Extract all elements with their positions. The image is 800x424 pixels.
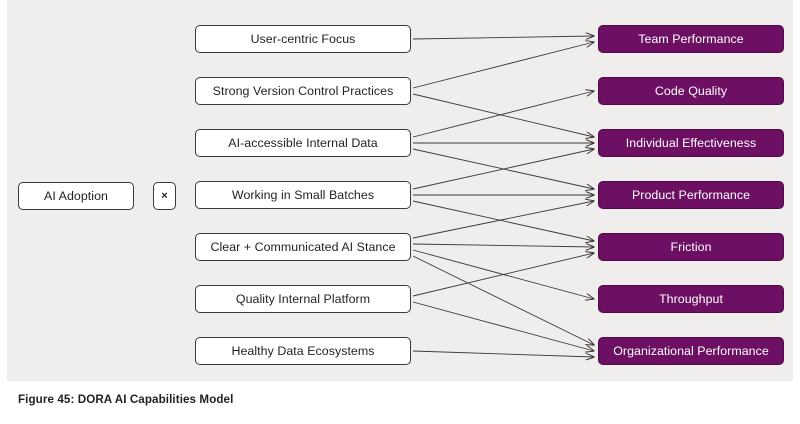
node-user-centric-focus-label: User-centric Focus: [250, 32, 356, 46]
node-organizational-performance[interactable]: Organizational Performance: [598, 337, 784, 365]
node-individual-effectiveness-label: Individual Effectiveness: [625, 136, 757, 150]
arrow-strong-version-control-to-team-performance: [412, 42, 594, 89]
node-quality-internal-platform[interactable]: Quality Internal Platform: [195, 285, 411, 313]
arrow-quality-internal-platform-to-friction: [412, 253, 594, 297]
node-throughput[interactable]: Throughput: [598, 285, 784, 313]
node-friction[interactable]: Friction: [598, 233, 784, 261]
node-ai-accessible-internal-data-label: AI-accessible Internal Data: [228, 136, 378, 150]
arrow-user-centric-focus-to-team-performance: [412, 36, 594, 39]
node-ai-adoption[interactable]: AI Adoption: [18, 182, 134, 210]
node-code-quality[interactable]: Code Quality: [598, 77, 784, 105]
node-code-quality-label: Code Quality: [654, 84, 728, 98]
node-team-performance-label: Team Performance: [638, 32, 744, 46]
arrow-working-in-small-batches-to-friction: [412, 200, 594, 241]
node-friction-label: Friction: [670, 240, 712, 254]
arrow-clear-communicated-ai-stance-to-product-performance: [412, 201, 594, 239]
node-clear-communicated-ai-stance[interactable]: Clear + Communicated AI Stance: [195, 233, 411, 261]
node-throughput-label: Throughput: [659, 292, 723, 306]
node-product-performance[interactable]: Product Performance: [598, 181, 784, 209]
arrow-ai-accessible-internal-data-to-code-quality: [412, 91, 594, 138]
arrow-strong-version-control-to-individual-effectiveness: [412, 93, 594, 137]
arrow-clear-communicated-ai-stance-to-organizational-performance: [412, 255, 594, 345]
node-ai-adoption-label: AI Adoption: [44, 189, 108, 203]
node-user-centric-focus[interactable]: User-centric Focus: [195, 25, 411, 53]
node-working-in-small-batches-label: Working in Small Batches: [231, 188, 375, 202]
arrow-ai-accessible-internal-data-to-product-performance: [412, 148, 594, 189]
figure-caption: Figure 45: DORA AI Capabilities Model: [18, 393, 234, 406]
arrow-healthy-data-ecosystems-to-organizational-performance: [412, 350, 594, 357]
node-individual-effectiveness[interactable]: Individual Effectiveness: [598, 129, 784, 157]
node-strong-version-control-label: Strong Version Control Practices: [212, 84, 394, 98]
arrow-quality-internal-platform-to-organizational-performance: [412, 301, 594, 351]
node-working-in-small-batches[interactable]: Working in Small Batches: [195, 181, 411, 209]
arrow-working-in-small-batches-to-individual-effectiveness: [412, 149, 594, 190]
node-organizational-performance-label: Organizational Performance: [613, 344, 769, 358]
node-healthy-data-ecosystems[interactable]: Healthy Data Ecosystems: [195, 337, 411, 365]
node-quality-internal-platform-label: Quality Internal Platform: [235, 292, 371, 306]
multiply-icon: ×: [161, 190, 168, 202]
node-clear-communicated-ai-stance-label: Clear + Communicated AI Stance: [210, 240, 396, 254]
arrow-clear-communicated-ai-stance-to-friction: [412, 244, 594, 247]
multiply-operator-box: ×: [153, 182, 176, 210]
node-product-performance-label: Product Performance: [631, 188, 751, 202]
arrow-clear-communicated-ai-stance-to-throughput: [412, 249, 594, 299]
node-healthy-data-ecosystems-label: Healthy Data Ecosystems: [231, 344, 375, 358]
node-team-performance[interactable]: Team Performance: [598, 25, 784, 53]
node-ai-accessible-internal-data[interactable]: AI-accessible Internal Data: [195, 129, 411, 157]
node-strong-version-control[interactable]: Strong Version Control Practices: [195, 77, 411, 105]
